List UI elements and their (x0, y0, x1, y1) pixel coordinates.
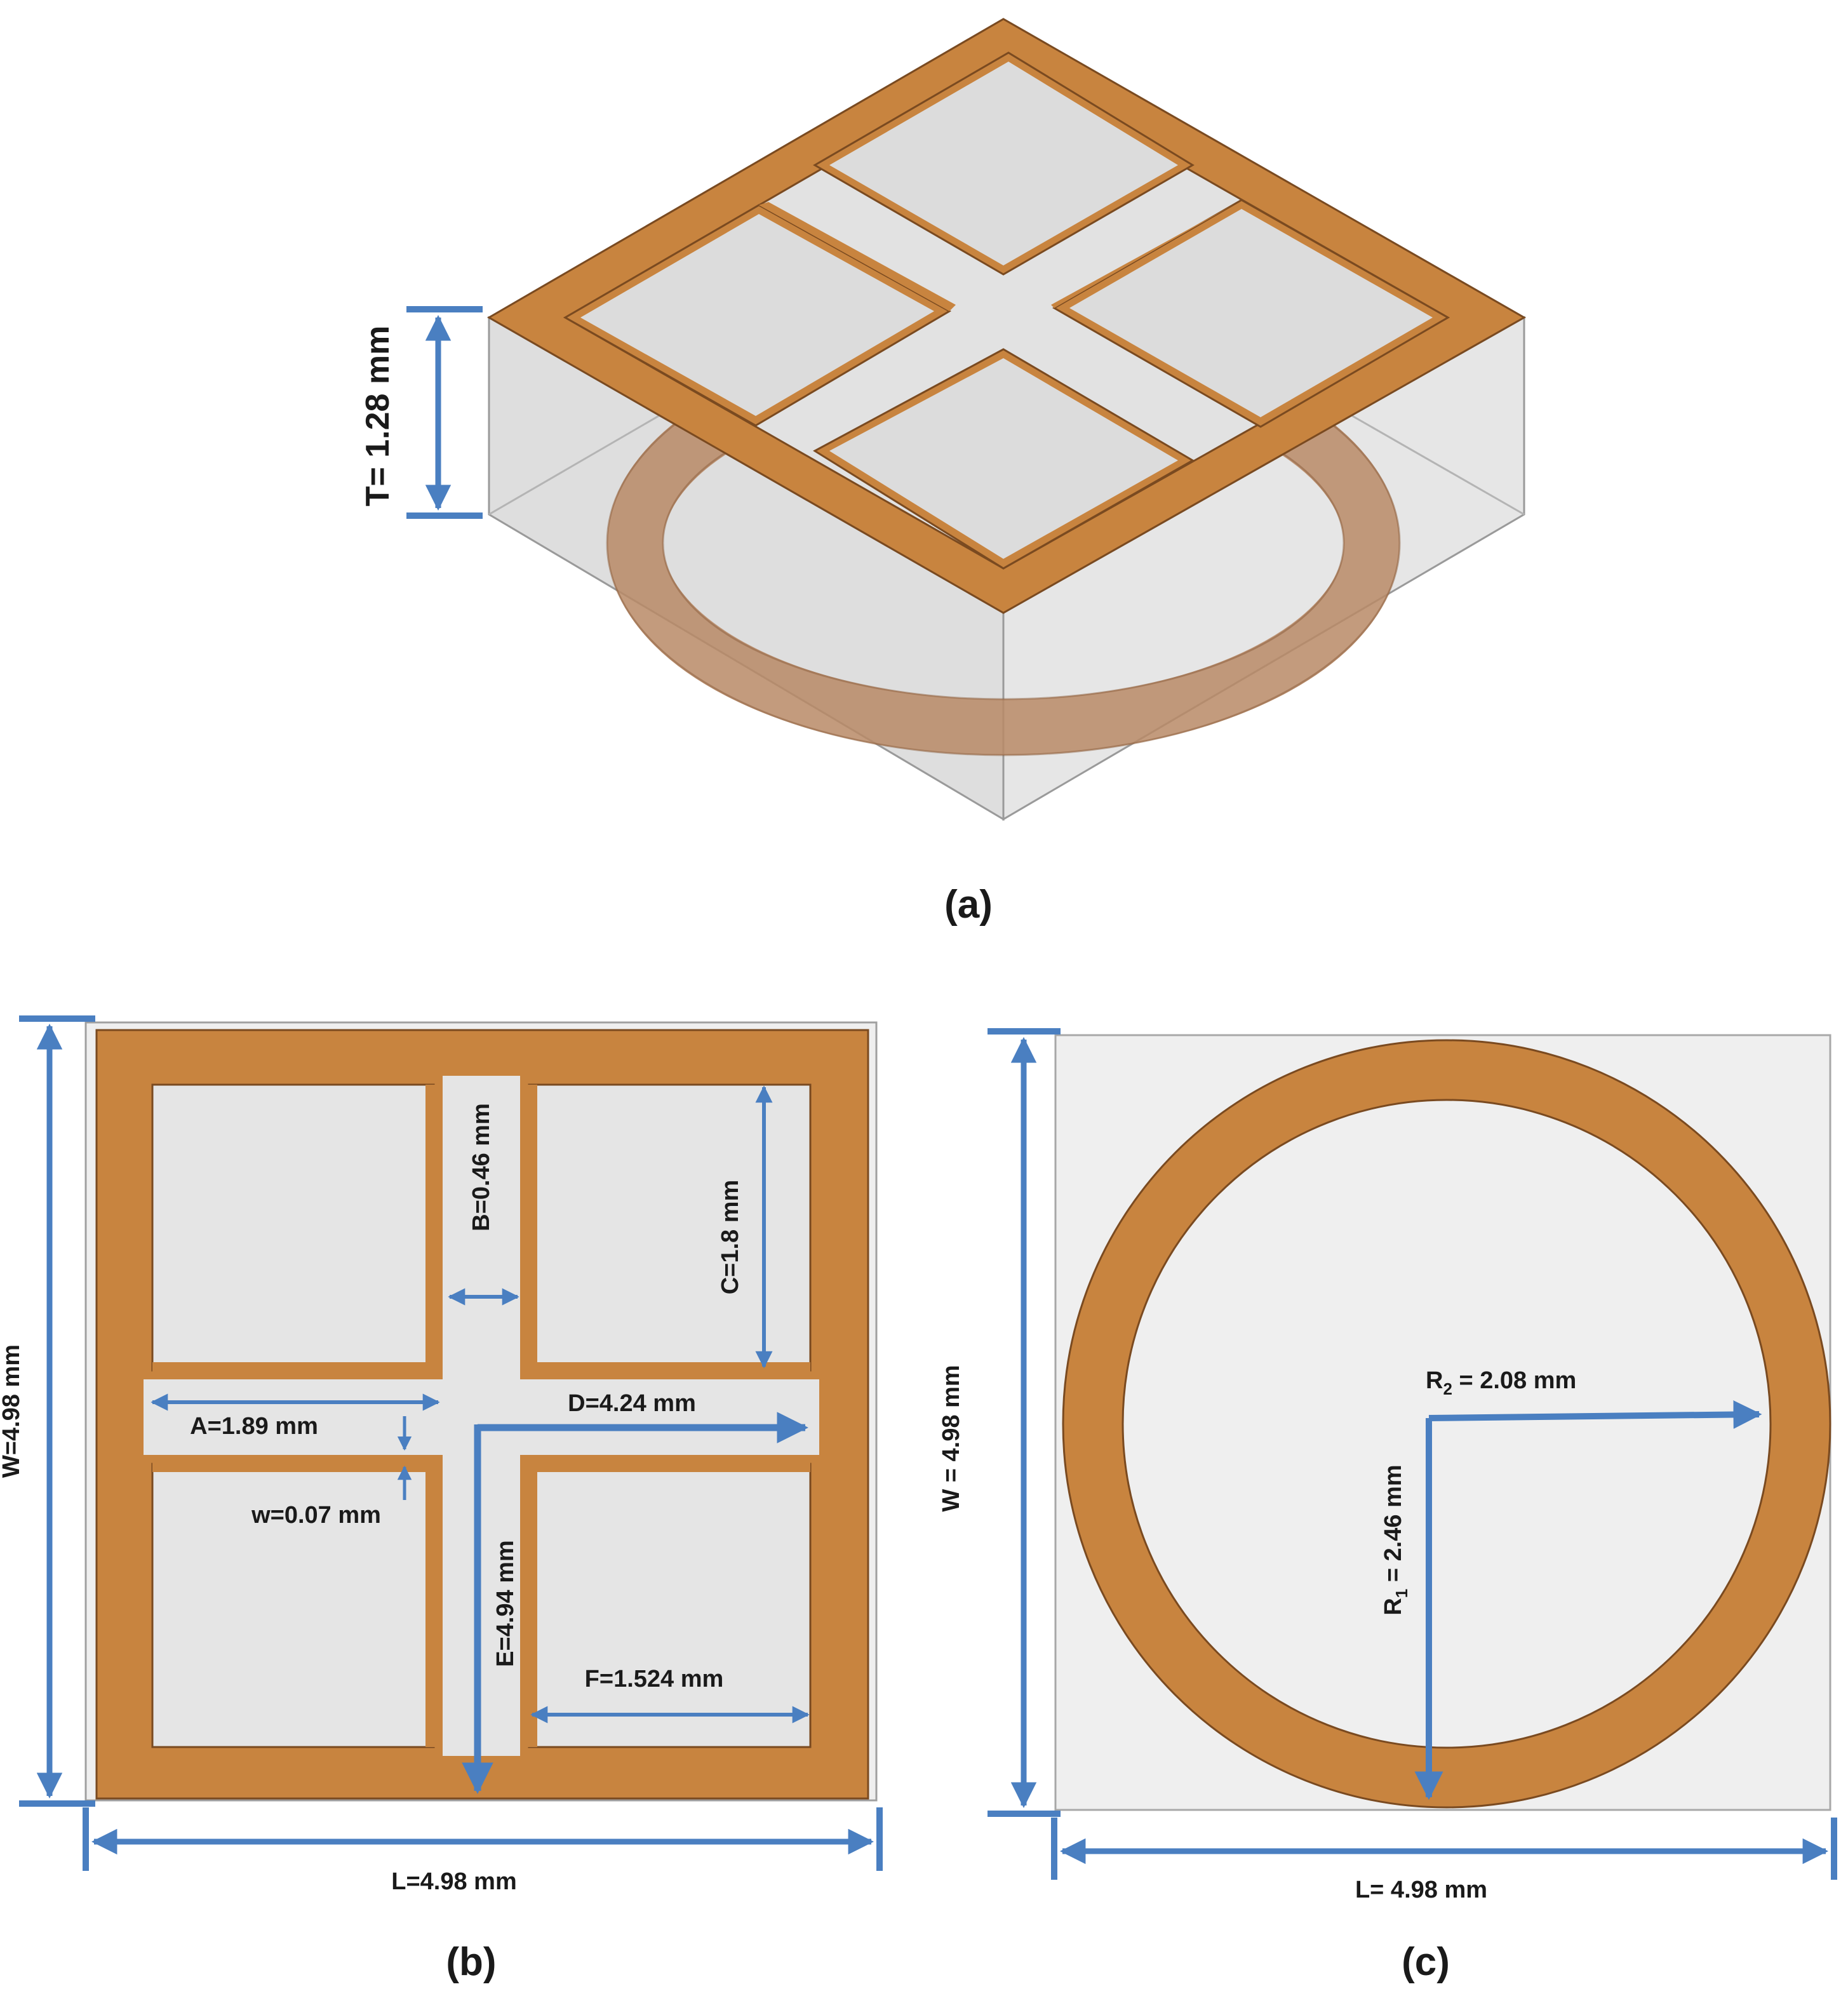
copper-ring-outer-edge (1062, 1039, 1831, 1809)
dim-R2-symbol: R (1426, 1367, 1443, 1394)
copper-ring-inner-edge (1122, 1099, 1772, 1749)
patch-cross-strip-right (1051, 200, 1242, 308)
thickness-label: T= 1.28 mm (359, 326, 396, 507)
dim-B-label: B=0.46 mm (468, 1103, 495, 1231)
dim-R2-arrow (1428, 1400, 1762, 1429)
caption-b: (b) (446, 1940, 496, 1984)
patch-quadrant-top-inner (829, 62, 1178, 265)
dim-F-label: F=1.524 mm (585, 1666, 724, 1692)
patch-quadrant-left-inner (580, 214, 934, 416)
dim-L-c (1051, 1818, 1837, 1880)
patch-quadrant-right-inner (1069, 209, 1433, 417)
patch-square-top-right-fill (528, 1083, 812, 1372)
dim-R2-value: = 2.08 mm (1452, 1367, 1576, 1394)
patch-quadrant-bottom-inner (829, 358, 1178, 559)
dim-W-c (988, 1028, 1061, 1817)
thickness-dimension (406, 306, 483, 519)
panel-b-top-patch: W=4.98 mm L=4.98 mm A=1.89 mm w=0.07 mm … (0, 1015, 883, 1984)
dim-L-label-c: L= 4.98 mm (1355, 1877, 1487, 1903)
top-patch-3d (486, 18, 1527, 614)
panel-a-3d-view: T= 1.28 mm (a) (359, 18, 1527, 927)
dim-A-label: A=1.89 mm (190, 1413, 318, 1440)
patch-square-top-left-fill (151, 1083, 435, 1372)
dim-W-b (19, 1015, 95, 1807)
caption-c: (c) (1402, 1940, 1450, 1984)
dim-L-label-b: L=4.98 mm (391, 1868, 517, 1895)
dim-R1-value: = 2.46 mm (1380, 1464, 1407, 1588)
dim-w-label: w=0.07 mm (251, 1502, 381, 1529)
dim-L-b (83, 1807, 883, 1871)
dim-R1-symbol: R (1380, 1598, 1407, 1615)
dim-W-label-c: W = 4.98 mm (938, 1365, 965, 1511)
dim-R2-label: R2 = 2.08 mm (1426, 1367, 1576, 1398)
patch-cross-strip-left (759, 202, 956, 311)
dim-R1-label: R1 = 2.46 mm (1380, 1464, 1411, 1615)
copper-ring (1062, 1040, 1831, 1808)
dim-D-label: D=4.24 mm (568, 1390, 696, 1417)
panel-c-bottom-ring: W = 4.98 mm L= 4.98 mm R2 = 2.08 mm R1 =… (938, 1028, 1837, 1984)
dim-R2-subscript: 2 (1443, 1379, 1452, 1398)
patch-square-bottom-right-fill (528, 1463, 812, 1748)
dim-E-label: E=4.94 mm (492, 1540, 519, 1667)
caption-a: (a) (944, 883, 993, 927)
dim-R1-subscript: 1 (1392, 1589, 1411, 1598)
dim-C-label: C=1.8 mm (717, 1180, 744, 1295)
dim-W-label-b: W=4.98 mm (0, 1344, 25, 1478)
